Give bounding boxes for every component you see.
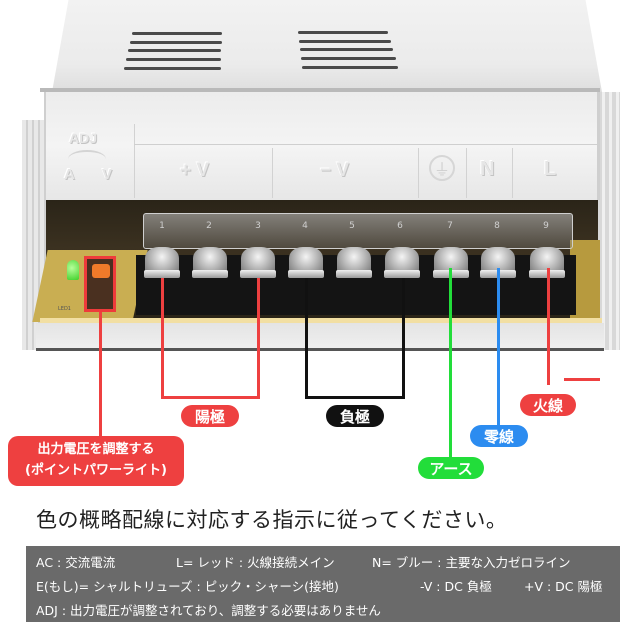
adj-v-label: V (102, 166, 113, 183)
negative-wire (402, 278, 405, 398)
positive-wire (257, 278, 260, 398)
live-callout: 火線 (520, 394, 576, 416)
legend-l: L= レッド : 火線接続メイン (176, 554, 335, 570)
terminal-washer (336, 270, 372, 278)
vent-slot (128, 49, 221, 52)
legend-e: E(もし)= シャルトリューズ : ピック・シャーシ(接地) (36, 578, 339, 594)
adjust-arc-icon (68, 150, 106, 168)
terminal-washer (144, 270, 180, 278)
negative-callout: 負極 (326, 405, 384, 427)
vent-slot (298, 31, 388, 34)
power-led (67, 260, 79, 280)
vent-slot (124, 67, 221, 70)
terminal-washer (384, 270, 420, 278)
legend-row: ADJ : 出力電圧が調整されており、調整する必要はありません (36, 597, 610, 621)
chassis-bottom-plate (36, 323, 604, 351)
neutral-wire (497, 268, 500, 426)
instruction-text: 色の概略配線に対応する指示に従ってください。 (36, 508, 508, 532)
adj-a-label: A (64, 166, 75, 183)
terminal-number: 8 (494, 221, 500, 231)
terminal-number: 5 (349, 221, 355, 231)
lid-edge (40, 88, 600, 92)
legend-row: E(もし)= シャルトリューズ : ピック・シャーシ(接地) -V : DC 負… (36, 573, 610, 597)
minus-v-label: − V (320, 160, 350, 181)
ground-icon: ⏚ (429, 155, 455, 181)
adj-label: ADJ (69, 130, 98, 146)
live-marker-line (564, 378, 600, 381)
legend-plus-v: +V : DC 陽極 (524, 578, 603, 594)
panel-divider (512, 148, 513, 198)
legend-n: N= ブルー : 主要な入力ゼロライン (372, 554, 571, 570)
panel-divider (134, 124, 135, 198)
l-label: L (544, 158, 557, 180)
positive-callout: 陽極 (181, 405, 239, 427)
panel-divider (134, 144, 598, 145)
adjust-leader-line (99, 312, 102, 436)
panel-divider (466, 148, 467, 198)
terminal-number: 9 (543, 221, 549, 231)
live-wire (547, 268, 550, 385)
earth-wire (449, 268, 452, 458)
panel-divider (418, 148, 419, 198)
legend-ac: AC : 交流電流 (36, 554, 116, 570)
vent-slot (130, 41, 222, 44)
terminal-number: 7 (447, 221, 453, 231)
chassis-side-right (598, 92, 620, 350)
legend-box: AC : 交流電流 L= レッド : 火線接続メイン N= ブルー : 主要な入… (26, 546, 620, 622)
potentiometer-knob[interactable] (92, 264, 110, 278)
vent-slot (299, 40, 391, 43)
terminal-washer (192, 270, 228, 278)
adjust-callout-line1: 出力電圧を調整する (37, 442, 155, 457)
negative-wire (305, 278, 308, 398)
terminal-number: 4 (302, 221, 308, 231)
positive-bracket (161, 396, 260, 399)
panel-divider (272, 148, 273, 198)
terminal-number: 1 (159, 221, 165, 231)
terminal-washer (240, 270, 276, 278)
terminal-cover (143, 213, 573, 249)
legend-minus-v: -V : DC 負極 (420, 578, 492, 594)
plus-v-label: + V (180, 160, 210, 181)
terminal-washer (288, 270, 324, 278)
legend-adj: ADJ : 出力電圧が調整されており、調整する必要はありません (36, 602, 381, 618)
vent-slot (132, 32, 222, 35)
adjust-callout-line2: (ポイントパワーライト) (25, 463, 167, 478)
front-label-panel (44, 92, 600, 200)
terminal-number: 6 (397, 221, 403, 231)
pcb-marking: LED1 (58, 306, 71, 312)
ground-symbol: ⏚ (433, 160, 450, 179)
legend-row: AC : 交流電流 L= レッド : 火線接続メイン N= ブルー : 主要な入… (36, 549, 610, 573)
voltage-adjust-potentiometer[interactable] (84, 256, 116, 312)
pcb-edge (40, 318, 602, 323)
vent-slot (301, 57, 396, 60)
negative-bracket (305, 396, 405, 399)
power-supply-top-lid (52, 0, 602, 92)
neutral-callout: 零線 (470, 425, 528, 447)
vent-slot (300, 48, 393, 51)
n-label: N (480, 158, 495, 180)
terminal-number: 3 (255, 221, 261, 231)
earth-callout: アース (418, 457, 484, 479)
adjust-voltage-callout: 出力電圧を調整する (ポイントパワーライト) (8, 436, 184, 486)
terminal-number: 2 (206, 221, 212, 231)
vent-slot (302, 66, 398, 69)
vent-slot (126, 58, 221, 61)
positive-wire (161, 278, 164, 398)
